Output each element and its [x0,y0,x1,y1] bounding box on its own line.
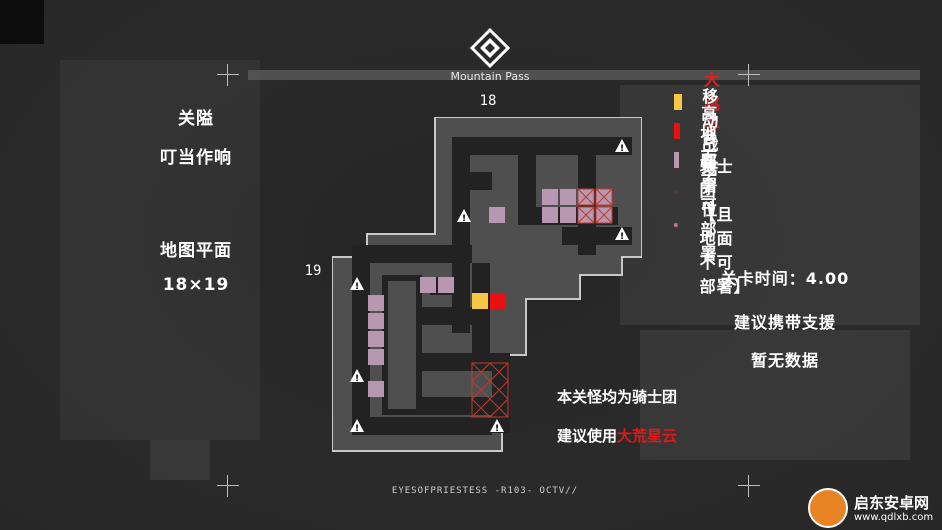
operator-suggestion: 建议使用大荒星云 [522,425,712,446]
support-advice: 建议携带支援 [733,313,836,332]
footer-code: EYESOFPRIESTESS -R103- OCTV// [391,486,579,496]
stage-time: 关卡时间：4.00 [720,269,850,288]
suggested-operator: 大荒星云 [617,427,678,445]
stage-type-label: 关隘 [178,109,214,129]
cross-icon [674,189,679,195]
legend-item-big-jumper: 大跳子 [674,70,729,137]
watermark: 启东安卓网 www.qdlxb.com [808,488,942,530]
mobile-tower-tile [490,293,506,309]
ground-blocked-tiles [471,362,509,418]
knight-blocked-tiles [577,188,613,224]
svg-text:!: ! [495,424,499,434]
watermark-url: www.qdlxb.com [854,512,934,523]
legend-label: 移动战塔 [702,87,720,178]
svg-text:!: ! [620,144,624,154]
boxed-cross-icon [674,223,678,227]
title-bar [248,70,920,80]
legend-item-no-deploy: 地面不可部署 [674,124,729,263]
watermark-name: 启东安卓网 [854,494,930,512]
no-data-text: 暂无数据 [750,351,819,370]
legend-item-knight: 骑士团【且地面不可部署】 [674,157,750,296]
svg-text:!: ! [355,282,359,292]
legend-label: 大跳子 [703,70,721,137]
legend-item-high-ground: 高台部署位 [674,104,729,219]
legend-label: 骑士团【且地面不可部署】 [699,157,751,296]
big-jumper-tile [472,293,488,309]
suggestion-prefix: 建议使用 [556,427,617,445]
map-plane-label: 地图平面 [160,241,232,261]
svg-text:!: ! [620,232,624,242]
pink-square-icon [674,152,680,168]
enemy-note: 本关怪均为骑士团 [556,388,677,406]
svg-text:!: ! [355,424,359,434]
stage-map: ! ! ! ! ! ! ! [332,117,642,452]
map-height-label: 19 [304,263,322,279]
crosshair-icon [738,64,760,86]
legend-label: 高台部署位 [701,104,719,219]
legend-item-mobile-tower: 移动战塔 [674,87,729,178]
map-paths [352,137,632,435]
corner-block [0,0,44,44]
crosshair-icon [217,475,239,497]
yellow-square-icon [674,94,682,110]
svg-text:!: ! [462,214,466,224]
watermark-logo-icon [808,488,848,528]
stage-name: Mountain Pass [450,70,530,83]
crosshair-icon [738,475,760,497]
crosshair-icon [217,64,239,86]
map-size: 18×19 [162,275,230,295]
map-width-label: 18 [479,93,497,109]
warning-icons: ! ! ! ! ! ! ! [350,139,629,434]
high-ground-tiles [368,189,576,397]
svg-text:!: ! [355,374,359,384]
red-square-icon [674,123,681,139]
rhodes-island-logo-icon [470,28,510,68]
legend-label: 地面不可部署 [700,124,718,263]
stage-cn-name: 叮当作响 [160,148,232,168]
